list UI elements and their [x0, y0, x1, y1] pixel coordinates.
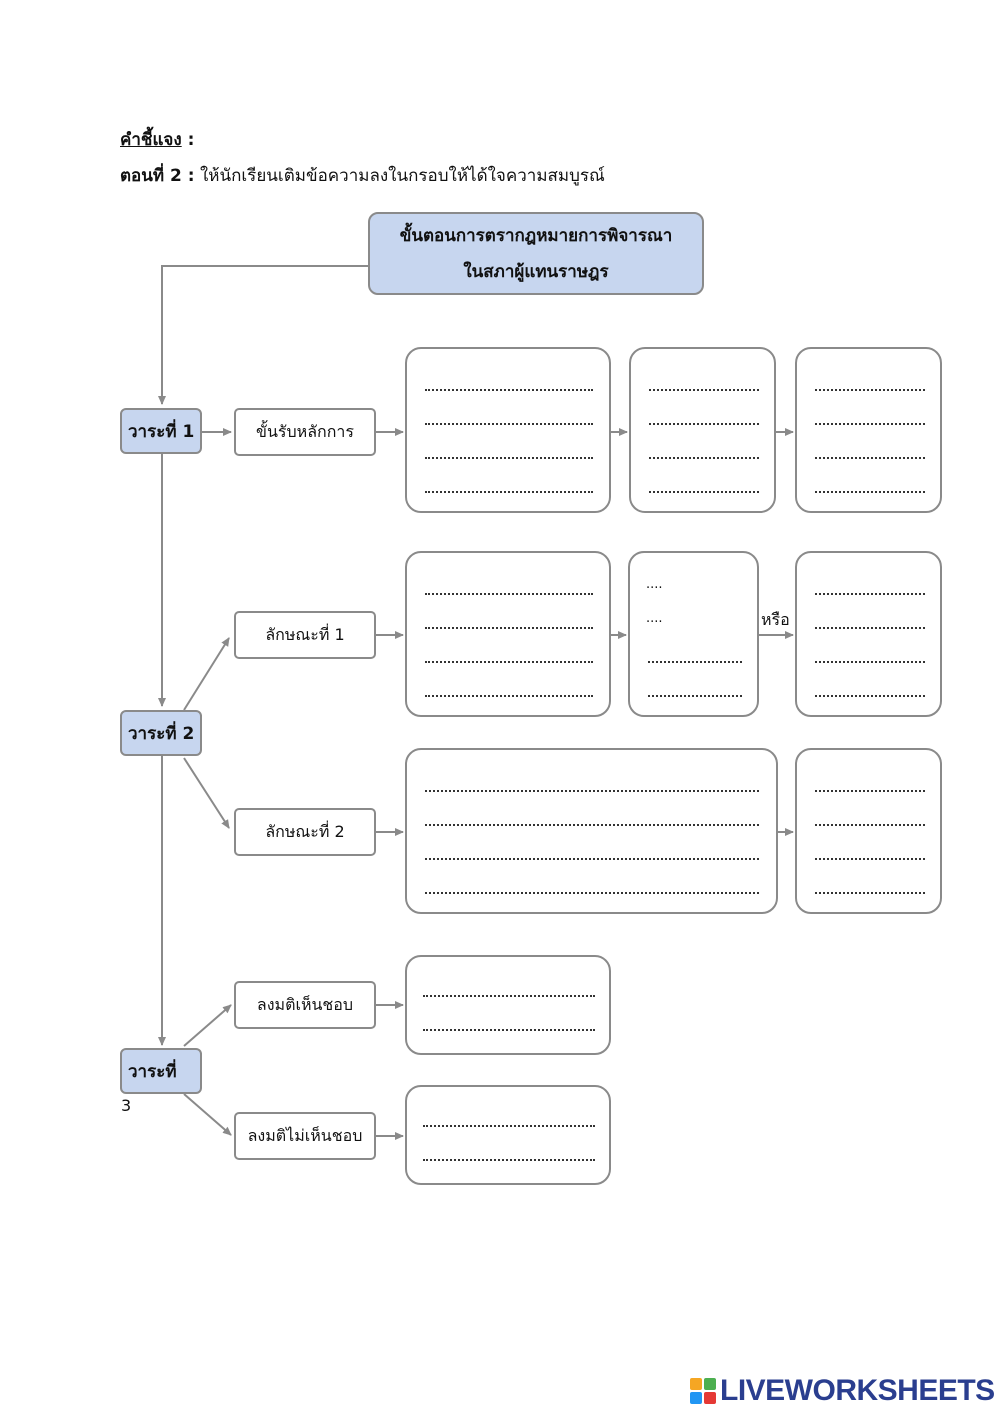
answer-box-r3-1[interactable]	[405, 748, 778, 914]
answer-box-approve[interactable]	[405, 955, 611, 1055]
step-type-2: ลักษณะที่ 2	[234, 808, 376, 856]
instructions-text: ตอนที่ 2 : ให้นักเรียนเติมข้อความลงในกรอ…	[120, 166, 605, 186]
answer-box-disapprove[interactable]	[405, 1085, 611, 1185]
answer-box-r3-2[interactable]	[795, 748, 942, 914]
liveworksheets-brand: LIVEWORKSHEETS	[720, 1374, 995, 1407]
stage-3-box: วาระที่	[120, 1048, 202, 1094]
stage-3-suffix: 3	[121, 1096, 132, 1115]
or-label: หรือ	[761, 610, 790, 629]
short-dots-2: ....	[646, 611, 663, 626]
instructions-title: คำชี้แจง :	[120, 130, 195, 150]
step-type-1: ลักษณะที่ 1	[234, 611, 376, 659]
answer-box-r2-1[interactable]	[405, 551, 611, 717]
step-disapprove: ลงมติไม่เห็นชอบ	[234, 1112, 376, 1160]
answer-box-r1-2[interactable]	[629, 347, 776, 513]
stage-2-box: วาระที่ 2	[120, 710, 202, 756]
step-approve: ลงมติเห็นชอบ	[234, 981, 376, 1029]
answer-box-r2-3[interactable]	[795, 551, 942, 717]
stage-1-box: วาระที่ 1	[120, 408, 202, 454]
short-dots-1: ....	[646, 577, 663, 592]
diagram-title-line2: ในสภาผู้แทนราษฎร	[463, 261, 609, 282]
liveworksheets-logo: LIVEWORKSHEETS	[690, 1374, 995, 1408]
liveworksheets-logo-icon	[690, 1378, 716, 1404]
diagram-title-line1: ขั้นตอนการตรากฎหมายการพิจารณา	[399, 225, 673, 246]
diagram-title: ขั้นตอนการตรากฎหมายการพิจารณา ในสภาผู้แท…	[368, 212, 704, 295]
step-accept-principle: ขั้นรับหลักการ	[234, 408, 376, 456]
answer-box-r2-2[interactable]: .... ....	[628, 551, 759, 717]
answer-box-r1-1[interactable]	[405, 347, 611, 513]
answer-box-r1-3[interactable]	[795, 347, 942, 513]
